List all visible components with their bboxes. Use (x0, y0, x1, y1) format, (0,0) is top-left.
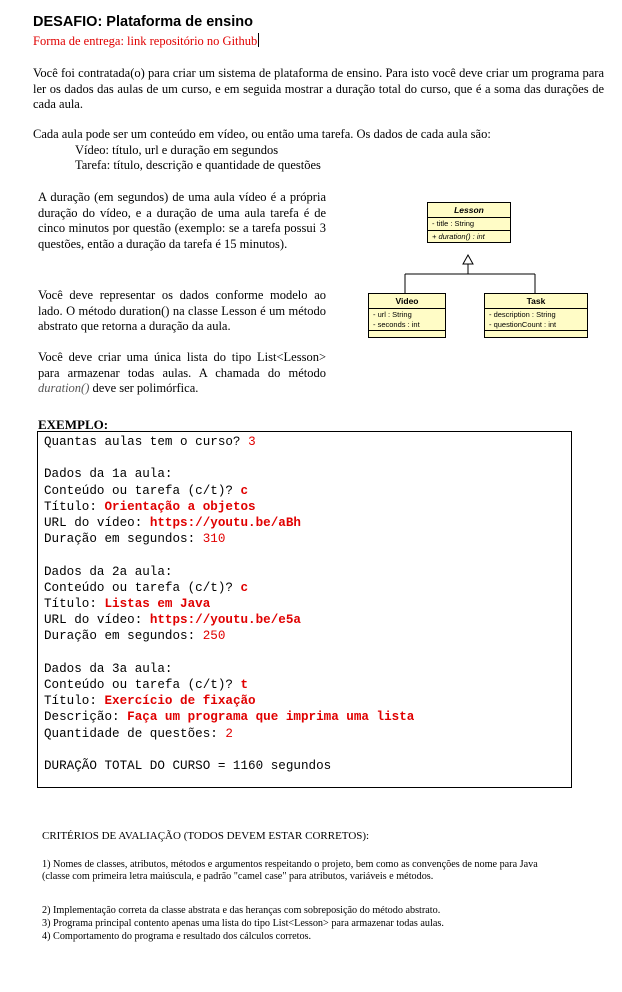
console-input-value: Exercício de fixação (104, 694, 256, 709)
console-line: URL do vídeo: https://youtu.be/e5a (44, 612, 301, 628)
uml-class-diagram: Lesson - title : String + duration() : i… (360, 192, 590, 362)
console-line: Descrição: Faça um programa que imprima … (44, 709, 414, 725)
uml-class-video: Video - url : String - seconds : int (368, 293, 446, 338)
uml-attribute: - description : String (489, 310, 556, 319)
console-prompt: Duração em segundos: (44, 629, 203, 644)
console-prompt: Dados da 2a aula: (44, 564, 173, 579)
console-line: Duração em segundos: 310 (44, 531, 225, 547)
task-fields: Tarefa: título, descrição e quantidade d… (75, 158, 321, 172)
console-input-value: Faça um programa que imprima uma lista (127, 710, 415, 725)
console-line: DURAÇÃO TOTAL DO CURSO = 1160 segundos (44, 758, 331, 774)
uml-class-name: Task (485, 294, 587, 309)
console-input-value: t (240, 678, 249, 692)
uml-attribute: - seconds : int (373, 319, 420, 329)
console-prompt: Título: (44, 597, 105, 611)
console-prompt: Quantidade de questões: (44, 726, 226, 741)
criteria-item: 2) Implementação correta da classe abstr… (42, 905, 441, 916)
uml-attribute: - url : String (373, 310, 412, 319)
console-line: Conteúdo ou tarefa (c/t)? t (44, 677, 248, 693)
console-input-value: c (240, 580, 249, 595)
uml-class-task: Task - description : String - questionCo… (484, 293, 588, 338)
video-fields: Vídeo: título, url e duração em segundos (75, 142, 279, 157)
console-prompt: Descrição: (44, 710, 128, 725)
console-prompt: Dados da 3a aula: (44, 661, 173, 676)
console-line: Quantidade de questões: 2 (44, 726, 233, 742)
subtitle-text: Forma de entrega: link repositório no Gi… (33, 34, 258, 48)
console-prompt: Dados da 1a aula: (44, 467, 173, 482)
console-prompt: Conteúdo ou tarefa (c/t)? (44, 483, 241, 498)
console-prompt: Quantas aulas tem o curso? (44, 435, 249, 449)
console-line: Duração em segundos: 250 (44, 628, 225, 644)
console-line: Dados da 3a aula: (44, 661, 172, 677)
console-prompt: Título: (44, 694, 105, 709)
uml-attribute: - questionCount : int (489, 319, 557, 329)
page-title: DESAFIO: Plataforma de ensino (33, 14, 253, 30)
uml-attributes: - url : String - seconds : int (369, 309, 445, 331)
console-input-value: 2 (225, 726, 233, 741)
uml-attribute: - title : String (428, 218, 510, 231)
console-input-value: https://youtu.be/aBh (149, 516, 301, 530)
uml-methods-empty (485, 331, 587, 337)
console-prompt: DURAÇÃO TOTAL DO CURSO = 1160 segundos (44, 759, 332, 773)
console-input-value: Orientação a objetos (104, 499, 256, 514)
intro-paragraph: Você foi contratada(o) para criar um sis… (33, 66, 604, 111)
console-line: Dados da 2a aula: (44, 564, 172, 580)
uml-method: + duration() : int (432, 231, 485, 241)
duration-method-ref: duration() (38, 381, 90, 395)
list-text-before: Você deve criar uma única lista do tipo … (38, 350, 326, 380)
console-prompt: Conteúdo ou tarefa (c/t)? (44, 580, 241, 595)
uml-attributes: - description : String - questionCount :… (485, 309, 587, 331)
text-cursor (258, 33, 260, 47)
inheritance-arrow-icon (462, 253, 474, 265)
uml-class-lesson: Lesson - title : String + duration() : i… (427, 202, 511, 243)
console-prompt: Duração em segundos: (44, 532, 203, 547)
console-input-value: 3 (248, 435, 256, 449)
inheritance-lines (404, 253, 536, 293)
console-line: Conteúdo ou tarefa (c/t)? c (44, 580, 248, 596)
uml-class-name: Lesson (428, 203, 510, 218)
console-input-value: Listas em Java (104, 597, 211, 611)
console-line: Quantas aulas tem o curso? 3 (44, 434, 256, 450)
list-paragraph: Você deve criar uma única lista do tipo … (38, 350, 326, 397)
console-prompt: URL do vídeo: (44, 516, 150, 530)
uml-methods-empty (369, 331, 445, 337)
console-line: Título: Exercício de fixação (44, 693, 256, 709)
criteria-item: 4) Comportamento do programa e resultado… (42, 931, 312, 942)
list-text-after: deve ser polimórfica. (89, 381, 199, 395)
lesson-types-paragraph: Cada aula pode ser um conteúdo em vídeo,… (33, 127, 604, 174)
console-prompt: Título: (44, 499, 105, 514)
console-prompt: Conteúdo ou tarefa (c/t)? (44, 678, 241, 692)
console-input-value: 310 (202, 532, 226, 547)
example-label: EXEMPLO: (38, 417, 109, 432)
console-line: Título: Orientação a objetos (44, 499, 256, 515)
console-line: Conteúdo ou tarefa (c/t)? c (44, 483, 248, 499)
console-line: URL do vídeo: https://youtu.be/aBh (44, 515, 301, 531)
criteria-title: CRITÉRIOS DE AVALIAÇÃO (TODOS DEVEM ESTA… (42, 830, 370, 842)
duration-paragraph: A duração (em segundos) de uma aula víde… (38, 190, 326, 251)
delivery-subtitle: Forma de entrega: link repositório no Gi… (33, 33, 260, 49)
criteria-item: 1) Nomes de classes, atributos, métodos … (42, 859, 538, 882)
console-prompt: URL do vídeo: (44, 613, 150, 628)
console-line: Dados da 1a aula: (44, 466, 172, 482)
console-input-value: c (240, 483, 249, 498)
criteria-item: 3) Programa principal contento apenas um… (42, 918, 444, 929)
lesson-types-lead: Cada aula pode ser um conteúdo em vídeo,… (33, 127, 491, 141)
model-paragraph: Você deve representar os dados conforme … (38, 288, 326, 333)
console-input-value: https://youtu.be/e5a (149, 613, 301, 628)
uml-class-name: Video (369, 294, 445, 309)
console-input-value: 250 (202, 629, 226, 644)
console-line: Título: Listas em Java (44, 596, 210, 612)
